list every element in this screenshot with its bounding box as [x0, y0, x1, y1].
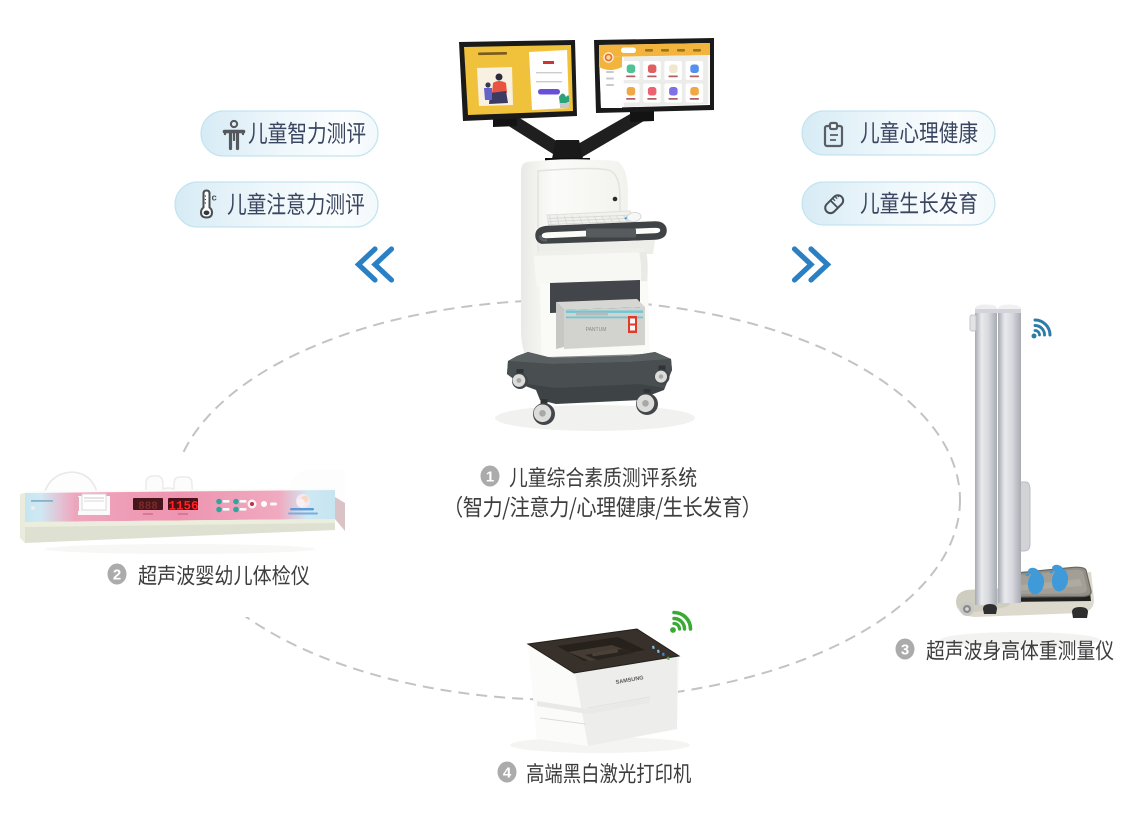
svg-text:1156: 1156: [168, 500, 198, 514]
svg-text:3: 3: [901, 642, 909, 659]
svg-text:1: 1: [486, 469, 494, 486]
svg-text:PANTUM: PANTUM: [586, 327, 607, 333]
svg-text:888: 888: [138, 501, 158, 513]
svg-text:4: 4: [503, 765, 512, 782]
svg-text:SAMSUNG: SAMSUNG: [615, 675, 644, 686]
svg-text:c: c: [212, 193, 217, 204]
svg-text:2: 2: [113, 567, 121, 584]
